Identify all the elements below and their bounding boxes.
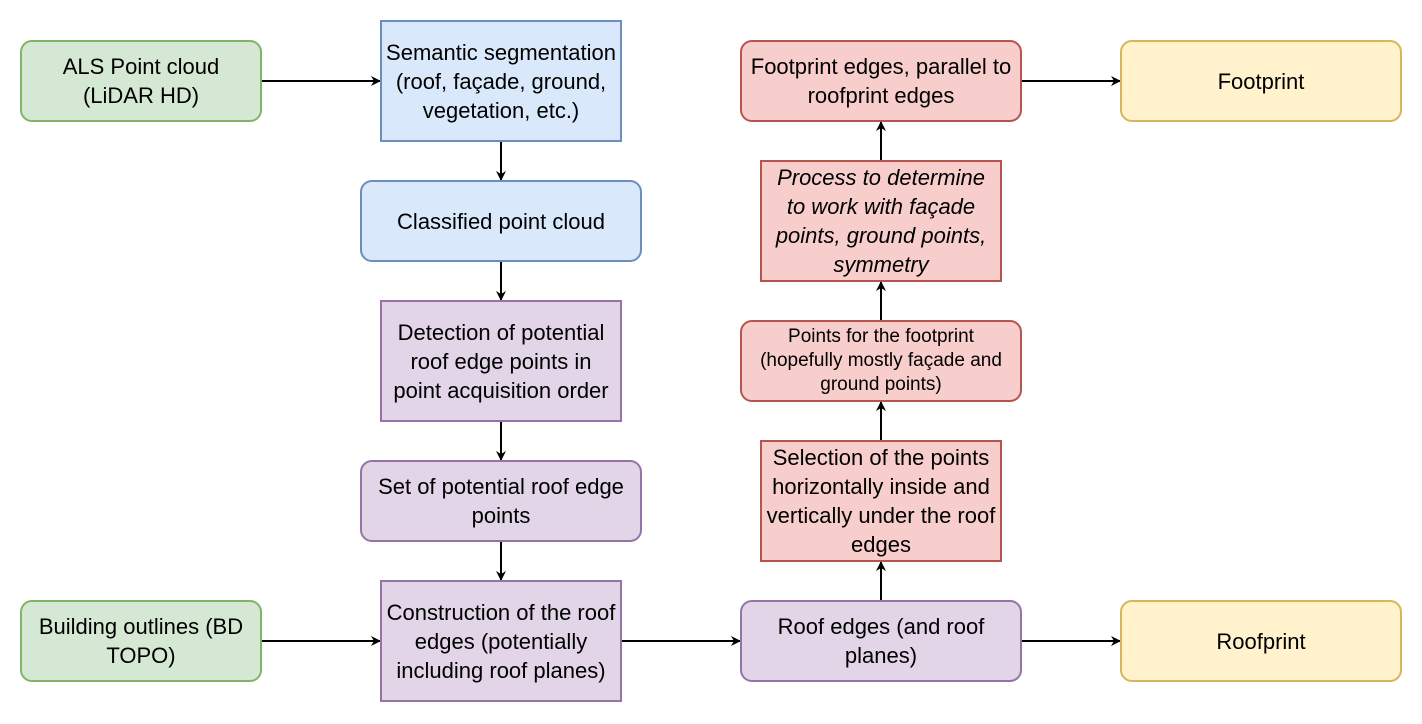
node-label: Footprint [1217,68,1305,94]
node-label: Points for the footprint (hopefully most… [760,326,1002,395]
node-label: Classified point cloud [397,208,605,234]
node-label: Building outlines (BD TOPO) [38,614,244,668]
node-label: Roof edges (and roof planes) [777,614,985,668]
node-selection-points[interactable]: Selection of the points horizontally ins… [760,440,1002,562]
node-label: Roofprint [1216,628,1306,654]
node-label: Construction of the roof edges (potentia… [386,599,616,683]
node-label: ALS Point cloud (LiDAR HD) [62,54,220,108]
node-detection-edge-points[interactable]: Detection of potential roof edge points … [380,300,622,422]
node-label: Selection of the points horizontally ins… [766,445,996,557]
node-footprint-edges[interactable]: Footprint edges, parallel to roofprint e… [740,40,1022,122]
node-roofprint[interactable]: Roofprint [1120,600,1402,682]
node-construction-roof-edges[interactable]: Construction of the roof edges (potentia… [380,580,622,702]
node-als-point-cloud[interactable]: ALS Point cloud (LiDAR HD) [20,40,262,122]
node-building-outlines[interactable]: Building outlines (BD TOPO) [20,600,262,682]
node-label: Set of potential roof edge points [378,474,624,528]
node-points-footprint[interactable]: Points for the footprint (hopefully most… [740,320,1022,402]
node-label: Footprint edges, parallel to roofprint e… [750,54,1012,108]
node-label: Process to determine to work with façade… [775,165,987,277]
node-process-determine[interactable]: Process to determine to work with façade… [760,160,1002,282]
node-classified-point-cloud[interactable]: Classified point cloud [360,180,642,262]
node-set-edge-points[interactable]: Set of potential roof edge points [360,460,642,542]
node-semantic-segmentation[interactable]: Semantic segmentation (roof, façade, gro… [380,20,622,142]
node-label: Semantic segmentation (roof, façade, gro… [386,39,616,123]
node-roof-edges[interactable]: Roof edges (and roof planes) [740,600,1022,682]
node-label: Detection of potential roof edge points … [393,319,609,403]
node-footprint[interactable]: Footprint [1120,40,1402,122]
